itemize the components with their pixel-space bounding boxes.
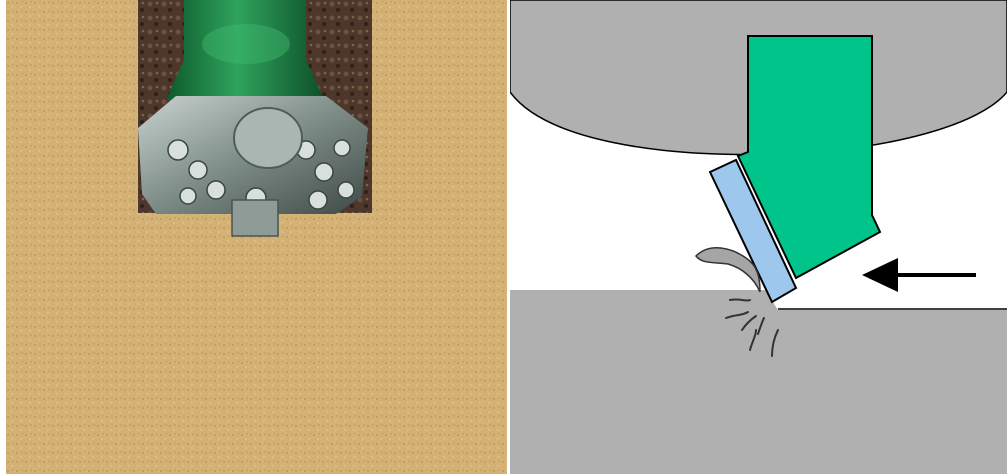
bit-center: [234, 108, 302, 168]
drill-bit-photo-illustration: [6, 0, 507, 474]
cutter-diagram: [510, 0, 1007, 474]
cutter-schematic: [510, 0, 1007, 474]
drill-bit-photo: [6, 0, 507, 474]
bit-nozzle: [232, 200, 278, 236]
formation: [510, 290, 1007, 474]
